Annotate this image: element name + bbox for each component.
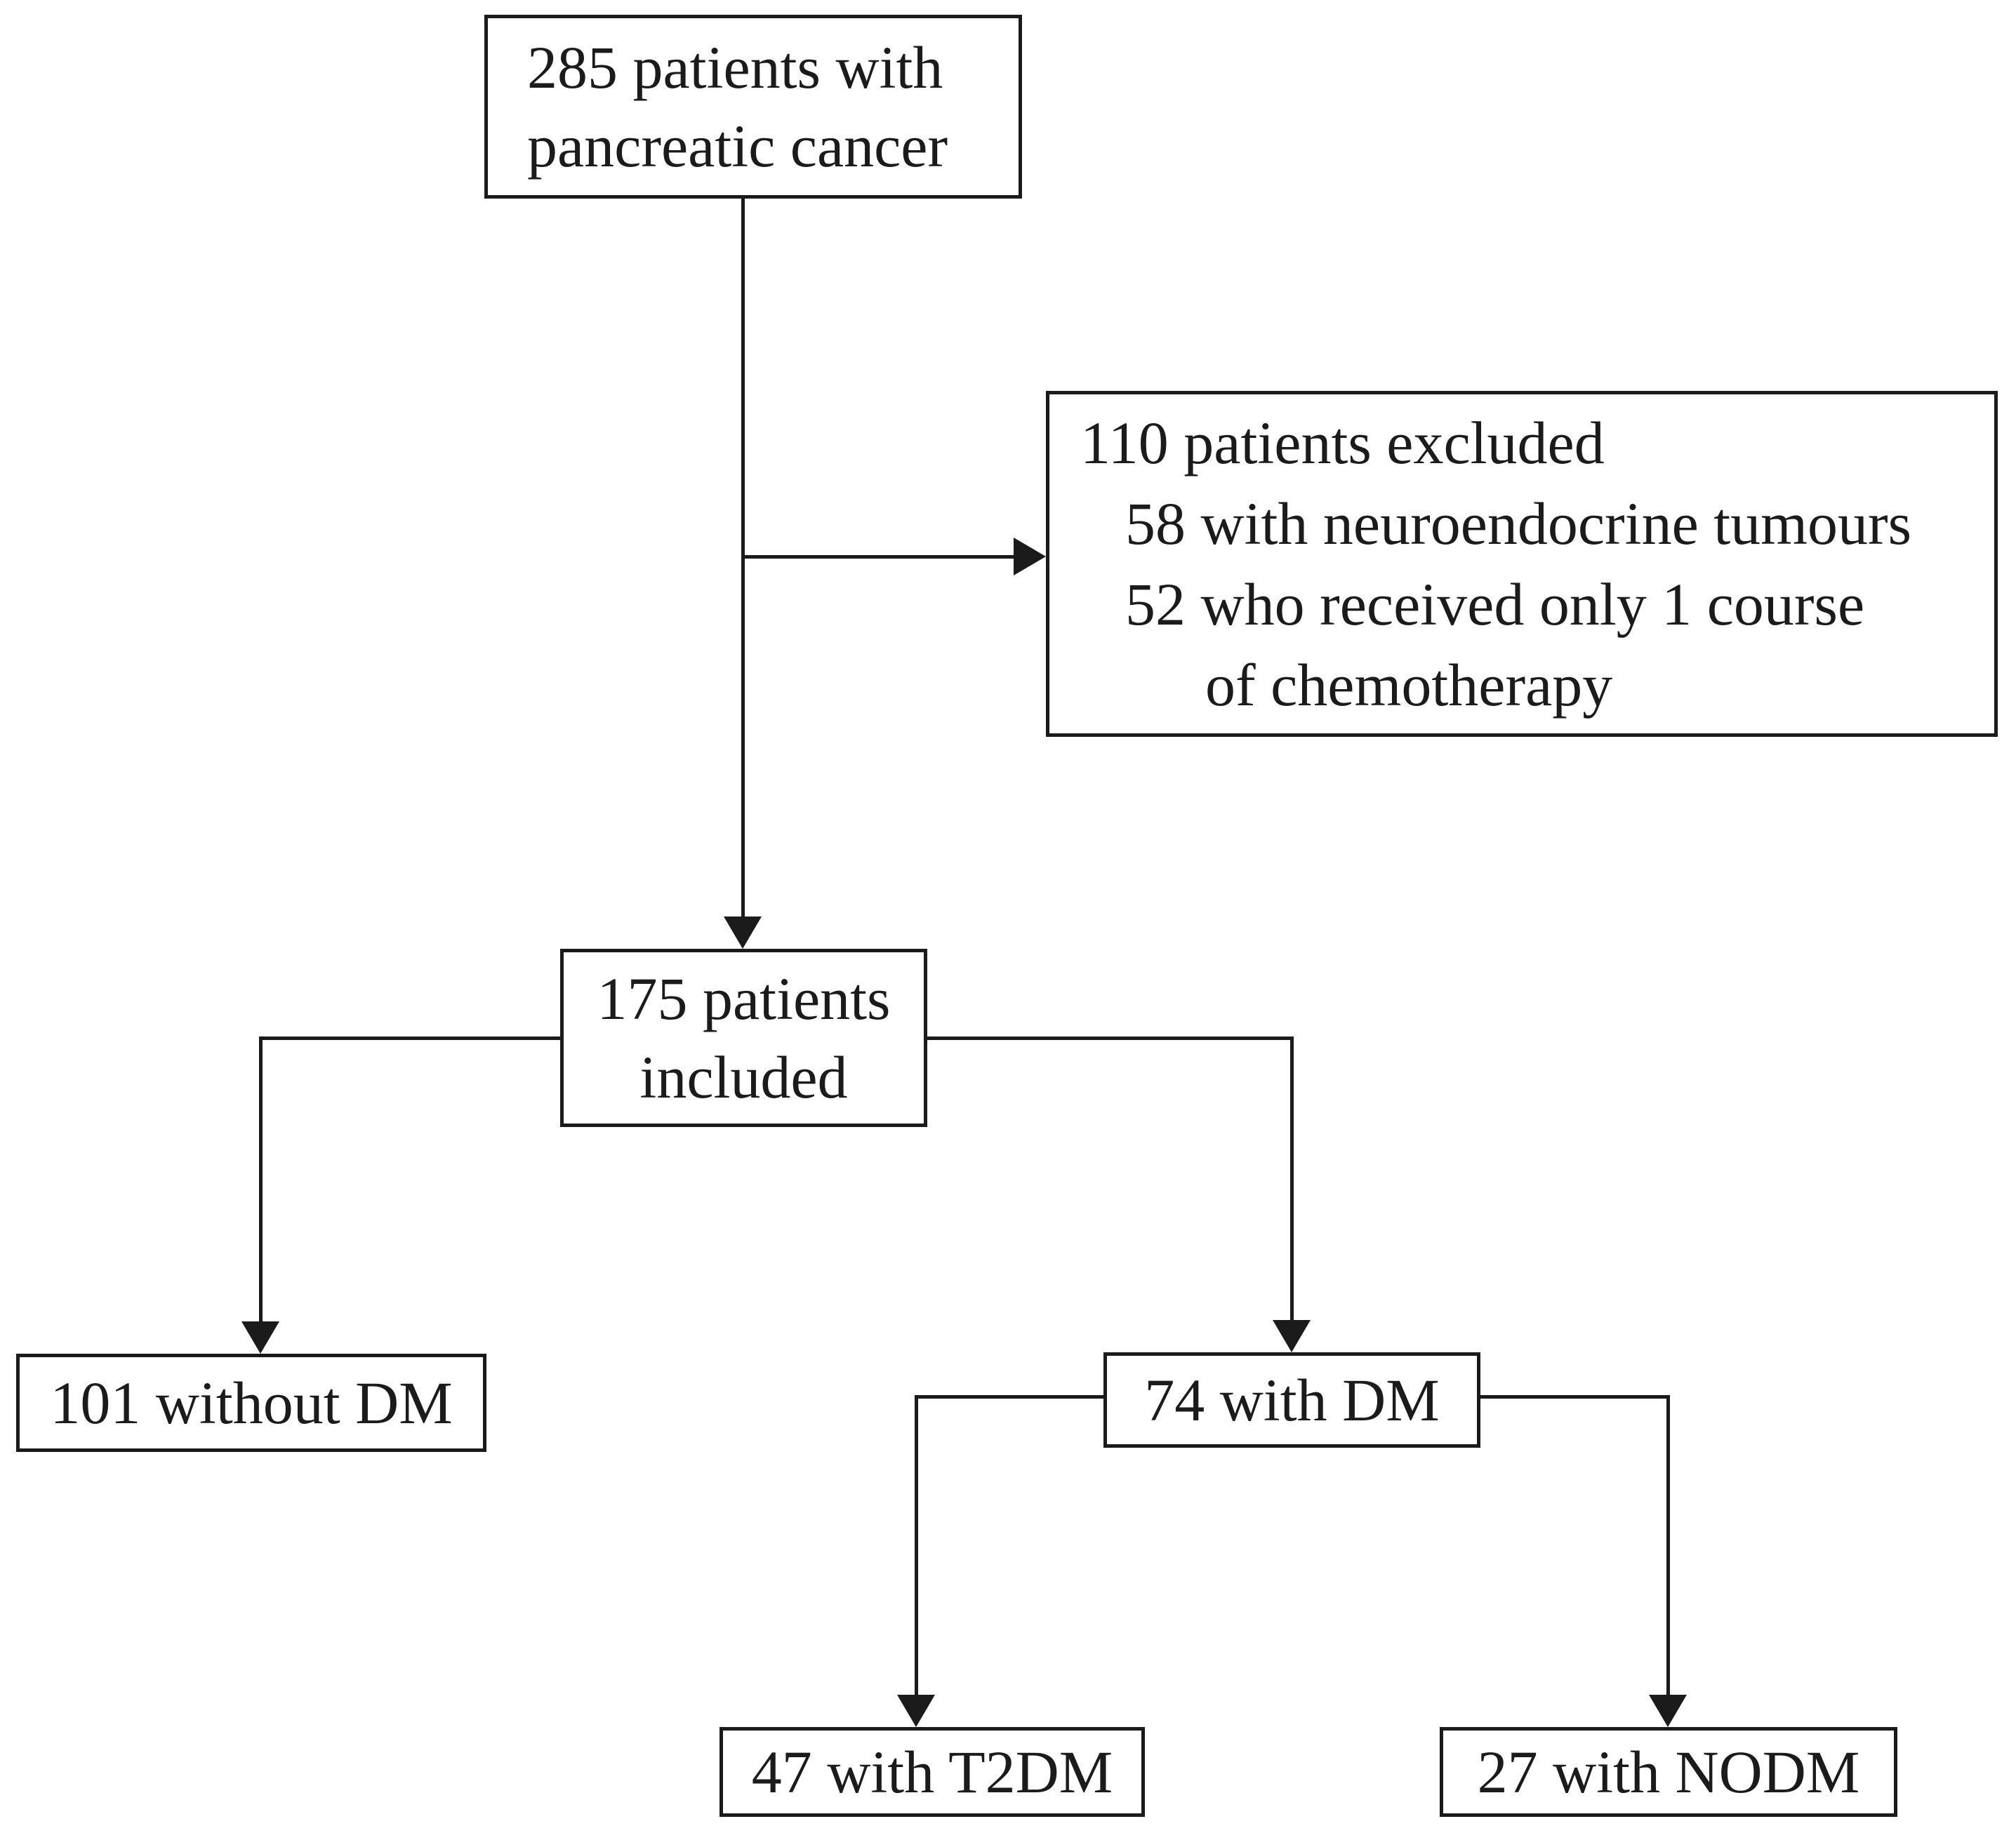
connector-withdm-left-vertical <box>915 1395 918 1695</box>
node-with-dm: 74 with DM <box>1103 1352 1480 1448</box>
node-included-line-2: included <box>639 1044 848 1111</box>
node-excluded-line-3: 52 who received only 1 course <box>1125 570 1865 638</box>
node-included-patients: 175 patients included <box>560 949 927 1127</box>
node-t2dm: 47 with T2DM <box>719 1727 1145 1817</box>
node-excluded-line-1: 110 patients excluded <box>1080 408 1605 476</box>
connector-total-to-included <box>741 198 745 919</box>
node-excluded-patients: 110 patients excluded 58 with neuroendoc… <box>1046 391 1998 737</box>
connector-included-right-horizontal <box>927 1037 1292 1040</box>
node-t2dm-label: 47 with T2DM <box>751 1738 1113 1806</box>
node-total-line-2: pancreatic cancer <box>527 112 948 180</box>
node-included-line-1: 175 patients <box>597 965 891 1032</box>
connector-included-left-horizontal <box>260 1037 560 1040</box>
connector-withdm-right-vertical <box>1666 1395 1670 1695</box>
arrowhead-into-excluded <box>1014 538 1046 575</box>
arrowhead-into-with-dm <box>1273 1320 1311 1352</box>
arrowhead-into-included <box>724 916 762 949</box>
node-without-dm-label: 101 without DM <box>50 1369 453 1437</box>
node-total-patients: 285 patients with pancreatic cancer <box>484 15 1022 199</box>
connector-included-left-vertical <box>259 1037 263 1321</box>
connector-withdm-right-horizontal <box>1480 1395 1668 1399</box>
node-excluded-line-4: of chemotherapy <box>1205 651 1613 719</box>
node-total-line-1: 285 patients with <box>527 34 943 101</box>
node-excluded-line-2: 58 with neuroendocrine tumours <box>1125 489 1912 557</box>
connector-to-excluded <box>743 555 1014 559</box>
arrowhead-into-without-dm <box>241 1321 279 1354</box>
node-without-dm: 101 without DM <box>16 1354 486 1452</box>
node-nodm: 27 with NODM <box>1440 1727 1897 1817</box>
arrowhead-into-nodm <box>1649 1695 1687 1727</box>
connector-included-right-vertical <box>1290 1037 1294 1320</box>
arrowhead-into-t2dm <box>897 1695 935 1727</box>
node-with-dm-label: 74 with DM <box>1144 1366 1440 1434</box>
node-nodm-label: 27 with NODM <box>1477 1738 1860 1806</box>
connector-withdm-left-horizontal <box>916 1395 1103 1399</box>
